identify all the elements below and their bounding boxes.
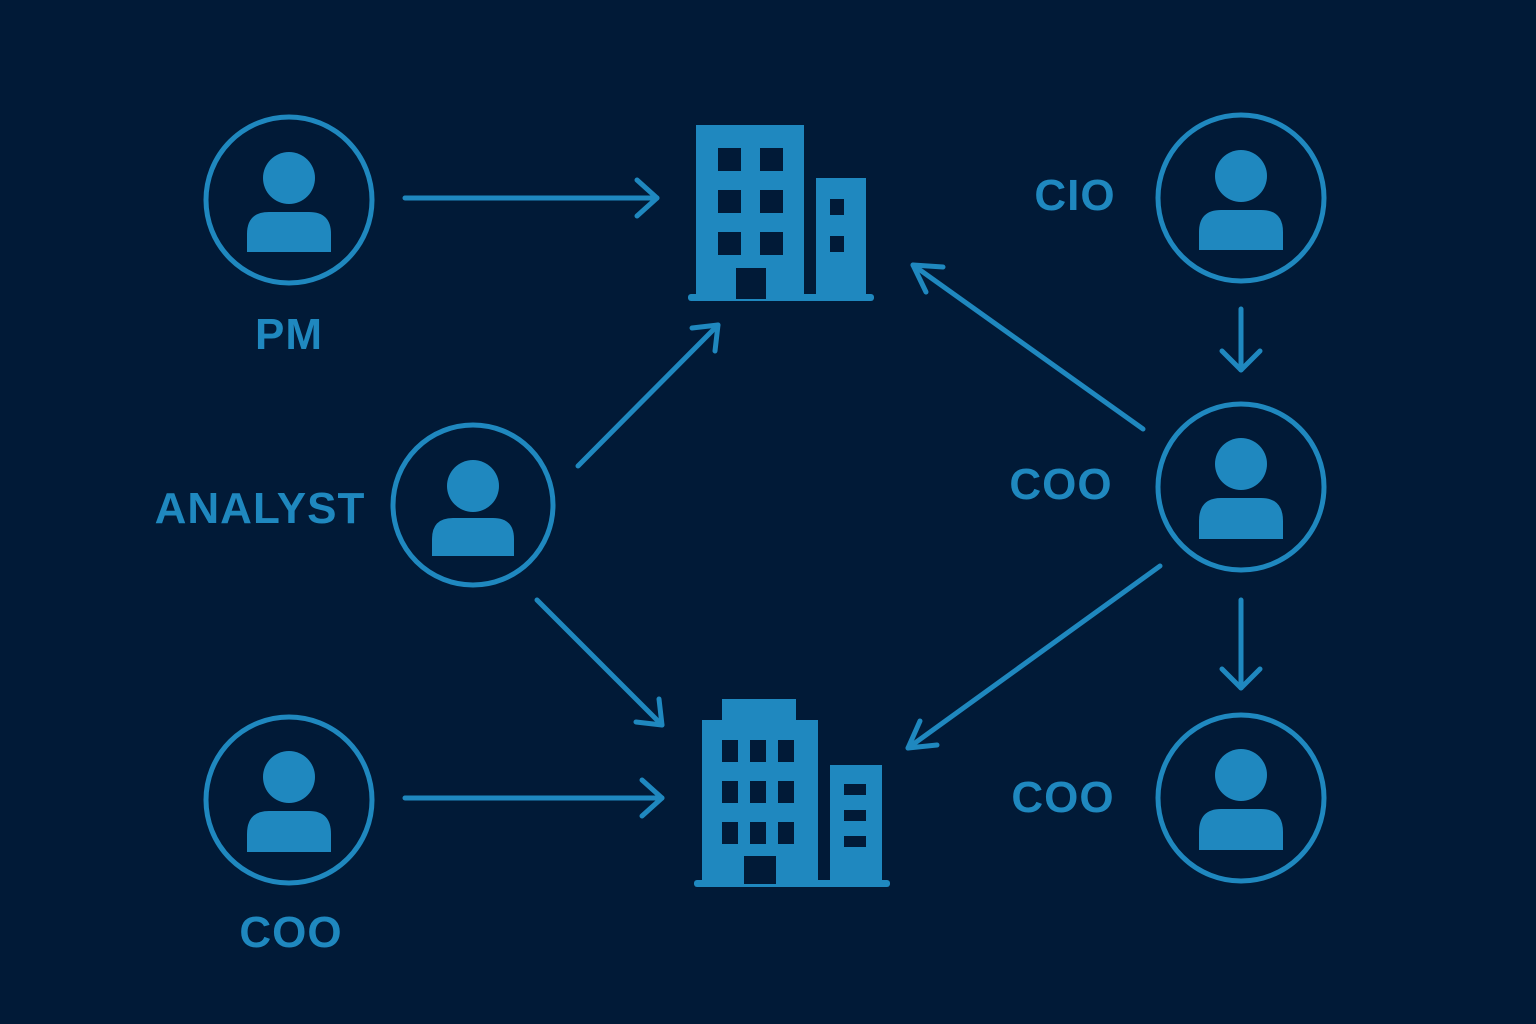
edge-analyst-to-company-bottom: [534, 597, 665, 728]
role-label-analyst: ANALYST: [155, 484, 366, 533]
building-node-company-bottom: [694, 699, 890, 887]
edge-pm-to-company-top: [402, 177, 660, 219]
person-ring: [1155, 401, 1327, 573]
role-label-coo-bottom: COO: [1011, 773, 1114, 822]
people: [203, 112, 1327, 886]
person-icon: [1199, 749, 1283, 850]
building-icon: [688, 125, 874, 301]
edge-coo-mid-to-company-bottom: [905, 563, 1163, 751]
edge-coo-left-to-company-bottom: [402, 777, 665, 819]
person-node-coo-middle: [1155, 401, 1327, 573]
role-label-cio: CIO: [1034, 171, 1115, 220]
person-icon: [432, 460, 514, 556]
buildings: [688, 125, 890, 887]
person-icon: [247, 152, 331, 252]
edges: [402, 177, 1263, 819]
edge-coo-mid-to-coo-bottom: [1219, 597, 1263, 691]
person-icon: [247, 751, 331, 852]
person-ring: [203, 114, 375, 286]
person-ring: [1155, 712, 1327, 884]
person-node-analyst: [390, 422, 556, 588]
labels: PM ANALYST COO CIO COO COO: [155, 171, 1115, 957]
edge-cio-to-coo-mid: [1219, 306, 1263, 373]
person-icon: [1199, 438, 1283, 539]
edge-analyst-to-company-top: [575, 322, 721, 469]
person-ring: [203, 714, 375, 886]
person-ring: [390, 422, 556, 588]
person-ring: [1155, 112, 1327, 284]
person-node-coo-bottom: [1155, 712, 1327, 884]
edge-coo-mid-to-company-top: [910, 262, 1146, 432]
building-icon: [694, 699, 890, 887]
person-icon: [1199, 150, 1283, 250]
person-node-coo-left: [203, 714, 375, 886]
person-node-pm: [203, 114, 375, 286]
building-node-company-top: [688, 125, 874, 301]
role-label-pm: PM: [255, 310, 323, 359]
person-node-cio: [1155, 112, 1327, 284]
role-label-coo-left: COO: [239, 908, 342, 957]
role-label-coo-middle: COO: [1009, 460, 1112, 509]
